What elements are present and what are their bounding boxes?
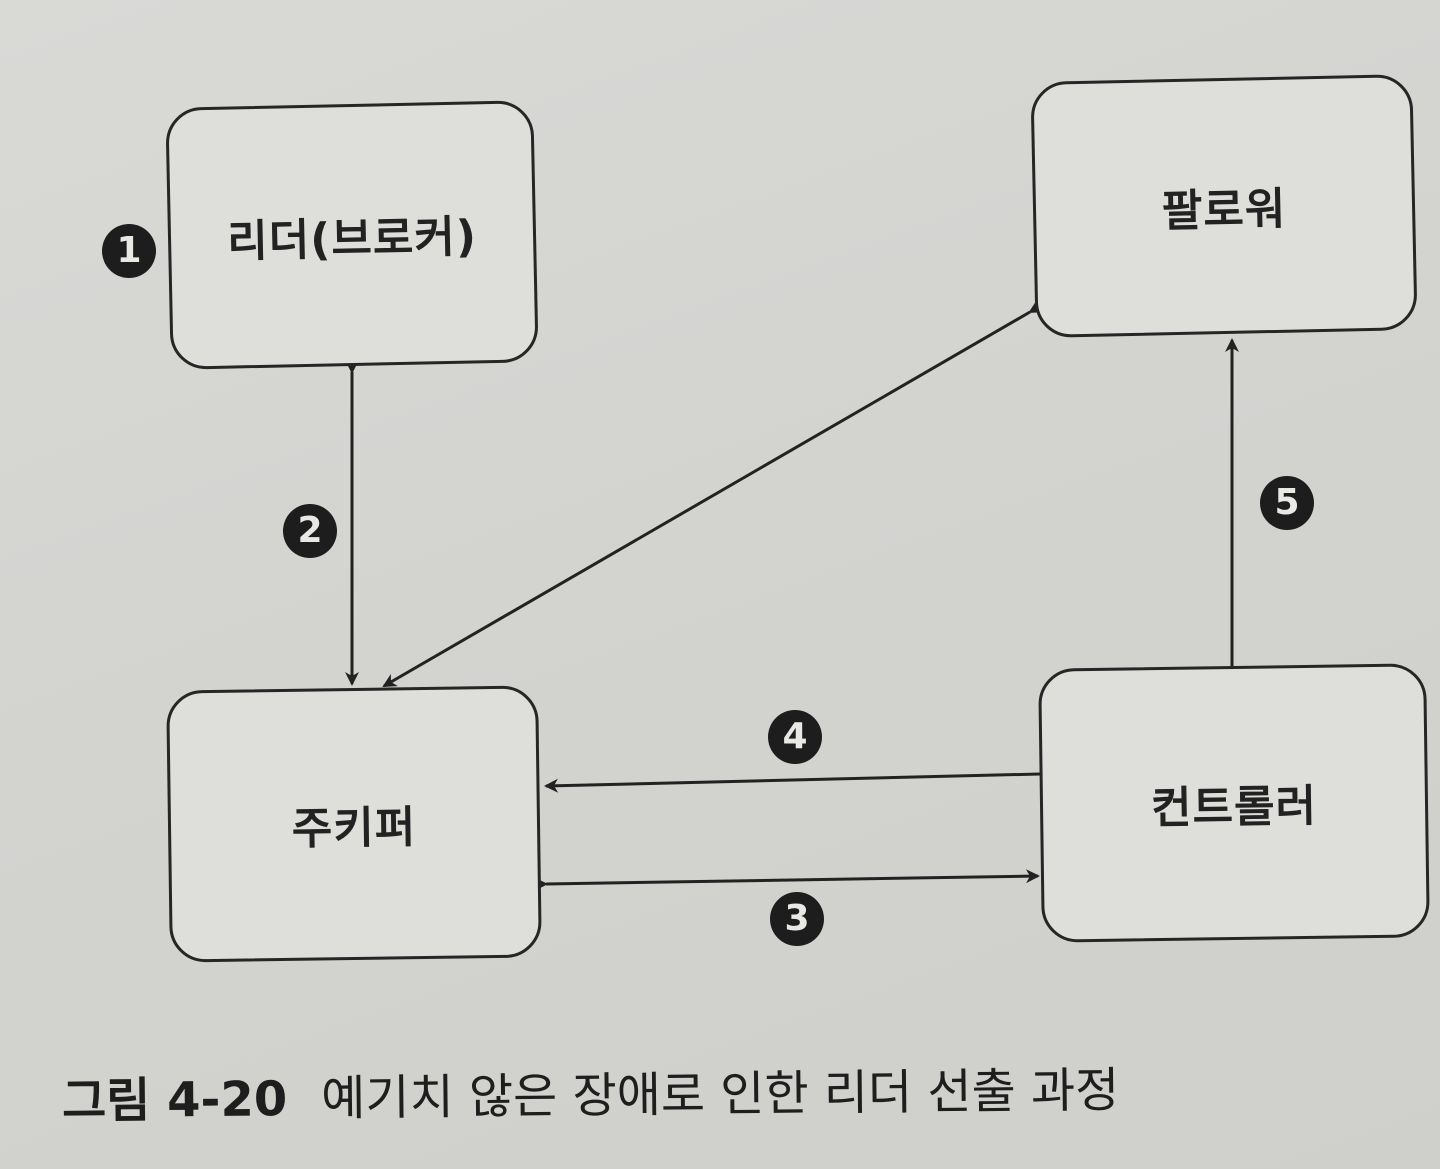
arrow-controller-to-zookeeper [544, 772, 1041, 793]
figure-caption: 그림 4-20 예기치 않은 장애로 인한 리더 선출 과정 [62, 1050, 1120, 1131]
step-badge-5: 5 [1260, 476, 1314, 530]
node-follower-label: 팔로워 [1161, 183, 1287, 238]
figure-number: 그림 4-20 [61, 1071, 288, 1130]
step-badge-3: 3 [770, 892, 824, 946]
step-badge-1: 1 [102, 224, 156, 278]
arrow-zookeeper-controller [533, 869, 1040, 892]
node-zookeeper: 주키퍼 [166, 685, 542, 963]
node-controller-label: 컨트롤러 [1150, 780, 1318, 835]
node-controller: 컨트롤러 [1038, 663, 1430, 943]
step-badge-2: 2 [283, 504, 337, 558]
step-badge-4: 4 [768, 710, 822, 764]
arrow-follower-zookeeper [382, 299, 1044, 688]
node-leader-label: 리더(브로커) [226, 211, 478, 268]
node-leader-broker: 리더(브로커) [165, 100, 539, 370]
node-follower: 팔로워 [1030, 74, 1418, 338]
figure-title: 예기치 않은 장애로 인한 리더 선출 과정 [320, 1062, 1120, 1127]
node-zookeeper-label: 주키퍼 [291, 802, 417, 855]
